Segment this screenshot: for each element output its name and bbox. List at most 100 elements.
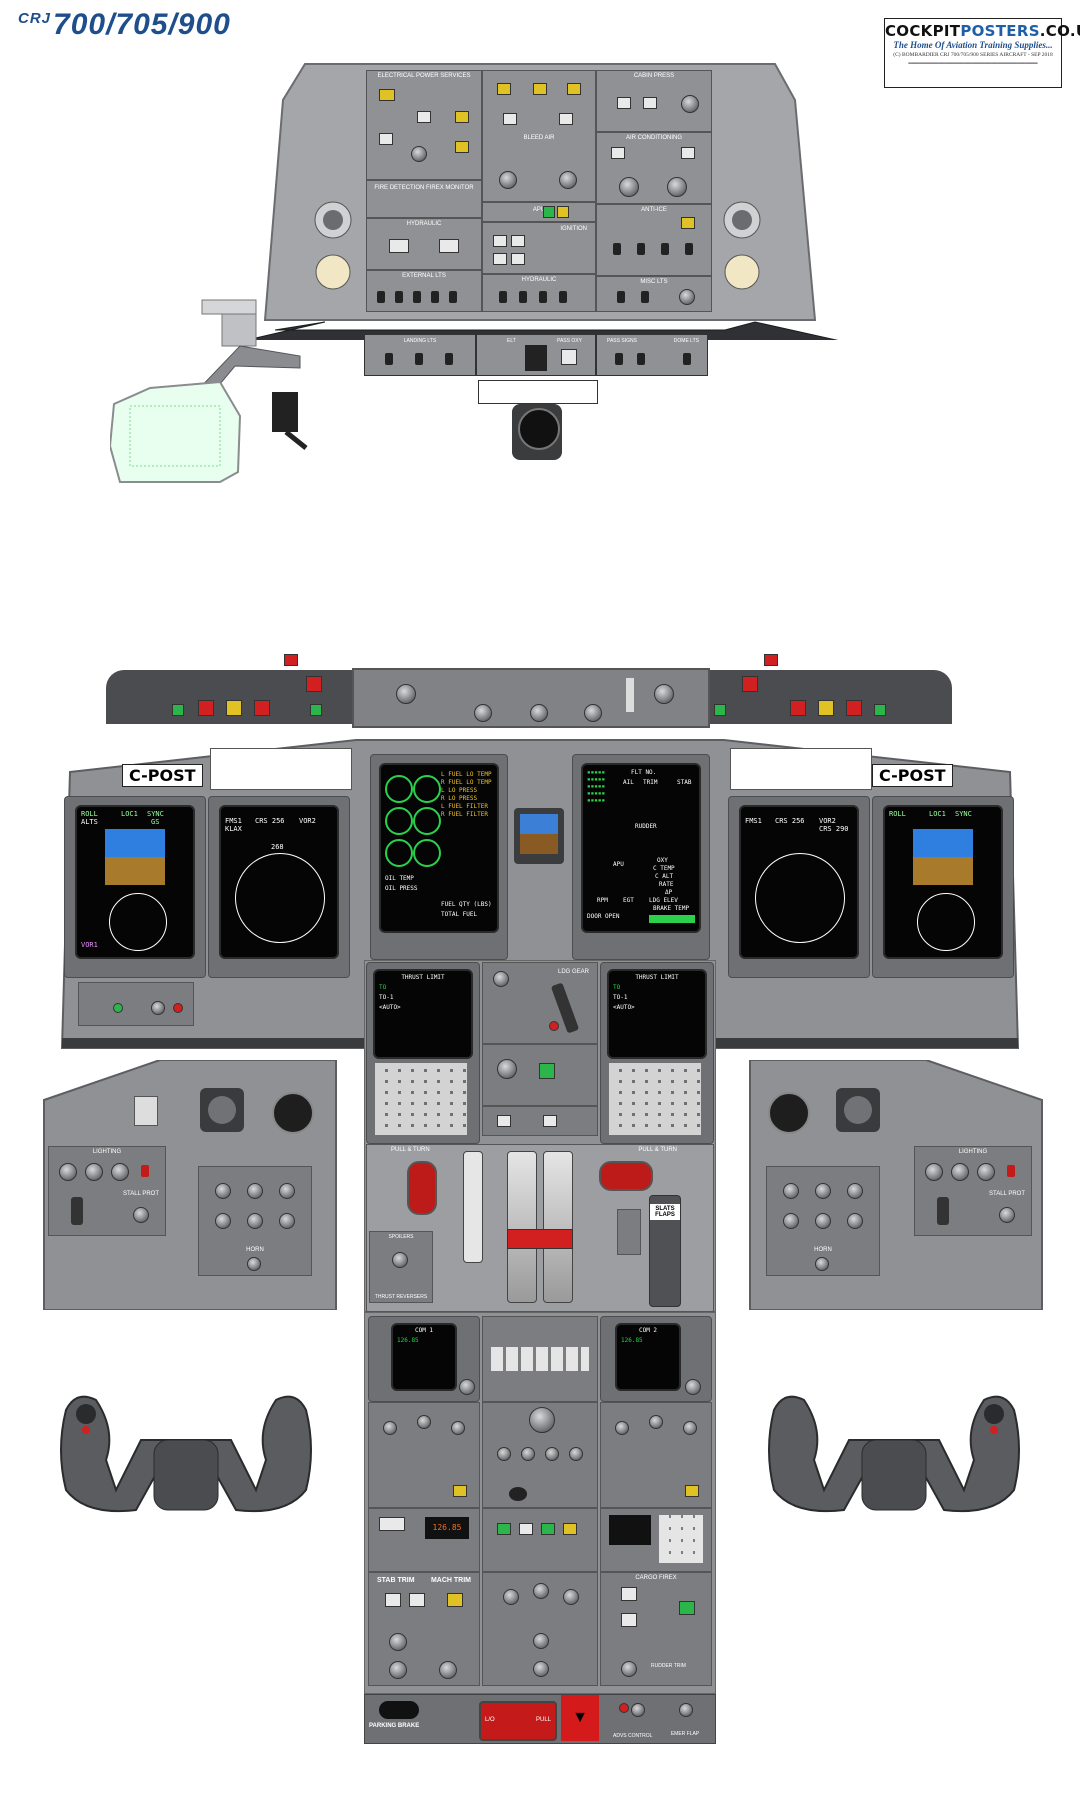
press-knob[interactable] (681, 95, 699, 113)
audio-knob-r3[interactable] (847, 1183, 863, 1199)
trim-knob-3[interactable] (439, 1661, 457, 1679)
temp-knob-cockpit[interactable] (619, 177, 639, 197)
radar-knob-4[interactable] (569, 1447, 583, 1461)
pass-oxy-button[interactable] (561, 349, 577, 365)
no-smoking-switch[interactable] (637, 353, 645, 365)
landing-light-nose-switch[interactable] (415, 353, 423, 365)
audio-knob-l6[interactable] (279, 1213, 295, 1229)
misc-knob[interactable] (679, 289, 695, 305)
ign-btn-2[interactable] (511, 235, 525, 247)
bleed-knob-right[interactable] (559, 171, 577, 189)
fire-handle-right[interactable] (599, 1161, 653, 1191)
atc-ident-button[interactable] (379, 1517, 405, 1531)
radar-knob-3[interactable] (545, 1447, 559, 1461)
thrust-lever-left[interactable] (507, 1151, 537, 1303)
ext-light-switch-5[interactable] (449, 291, 457, 303)
light-dim-knob-r2[interactable] (951, 1163, 969, 1181)
acp-left-mkr-button[interactable] (453, 1485, 467, 1497)
press-lower-knob-1[interactable] (503, 1589, 519, 1605)
annunc-white-1[interactable] (519, 1523, 533, 1535)
acp-right-knob-2[interactable] (649, 1415, 663, 1429)
ign-btn-3[interactable] (493, 253, 507, 265)
bleed-btn-5[interactable] (559, 113, 573, 125)
master-warning-left[interactable] (284, 654, 298, 666)
acp-left-knob-2[interactable] (417, 1415, 431, 1429)
audio-knob-l4[interactable] (215, 1213, 231, 1229)
engine-start-button[interactable] (539, 1063, 555, 1079)
dome-light-switch[interactable] (683, 353, 691, 365)
ign-btn-1[interactable] (493, 235, 507, 247)
landing-light-left-switch[interactable] (385, 353, 393, 365)
ext-power-button[interactable] (455, 141, 469, 153)
ext-light-switch-2[interactable] (395, 291, 403, 303)
cargo-test-button[interactable] (679, 1601, 695, 1615)
acp-left-knob-1[interactable] (383, 1421, 397, 1435)
audio-knob-r2[interactable] (815, 1183, 831, 1199)
fgp-vs-wheel[interactable] (626, 678, 634, 712)
fms-right-keypad[interactable] (609, 1063, 701, 1135)
annunc-yellow-1[interactable] (563, 1523, 577, 1535)
trim-btn-2[interactable] (543, 1115, 557, 1127)
anti-ice-switch-4[interactable] (685, 243, 693, 255)
light-dim-knob-r3[interactable] (977, 1163, 995, 1181)
radar-gain-knob[interactable] (529, 1407, 555, 1433)
light-test-switch-right[interactable] (1007, 1165, 1015, 1177)
cdu-keys[interactable] (659, 1515, 703, 1563)
fms-left-keypad[interactable] (375, 1063, 467, 1135)
rudder-trim-knob[interactable] (621, 1661, 637, 1677)
bleed-btn-1[interactable] (497, 83, 511, 95)
fgp-crs-knob[interactable] (654, 684, 674, 704)
cargo-aft-button[interactable] (621, 1613, 637, 1627)
audio-knob-l3[interactable] (279, 1183, 295, 1199)
gen2-button[interactable] (455, 111, 469, 123)
bleed-btn-2[interactable] (533, 83, 547, 95)
apu-start-button[interactable] (543, 206, 555, 218)
horn-knob-left[interactable] (247, 1257, 261, 1271)
ac-service-button[interactable] (379, 133, 393, 145)
stall-prot-knob-left[interactable] (133, 1207, 149, 1223)
bleed-btn-3[interactable] (567, 83, 581, 95)
fgp-speed-knob[interactable] (474, 704, 492, 722)
ign-btn-4[interactable] (511, 253, 525, 265)
engine-start-knob[interactable] (497, 1059, 517, 1079)
master-caution-left[interactable] (306, 676, 322, 692)
fgp-hdg-knob[interactable] (396, 684, 416, 704)
spoilers-knob[interactable] (392, 1252, 408, 1268)
audio-knob-r5[interactable] (815, 1213, 831, 1229)
gen1-button[interactable] (417, 111, 431, 123)
press-lower-knob-2[interactable] (533, 1583, 549, 1599)
audio-knob-l5[interactable] (247, 1213, 263, 1229)
press-btn-2[interactable] (643, 97, 657, 109)
anti-ice-switch-3[interactable] (661, 243, 669, 255)
bleed-knob-left[interactable] (499, 171, 517, 189)
gear-panel-knob[interactable] (493, 971, 509, 987)
press-btn-1[interactable] (617, 97, 631, 109)
hyd-pump-1-button[interactable] (389, 239, 409, 253)
radar-knob-1[interactable] (497, 1447, 511, 1461)
horn-knob-right[interactable] (815, 1257, 829, 1271)
ext-light-switch-4[interactable] (431, 291, 439, 303)
ext-light-switch-1[interactable] (377, 291, 385, 303)
light-dim-knob-l3[interactable] (111, 1163, 129, 1181)
annunc-green-1[interactable] (497, 1523, 511, 1535)
rtu-right-knob[interactable] (685, 1379, 701, 1395)
audio-knob-l1[interactable] (215, 1183, 231, 1199)
light-dim-knob-r1[interactable] (925, 1163, 943, 1181)
light-dim-knob-l2[interactable] (85, 1163, 103, 1181)
display-reversion-buttons[interactable] (491, 1347, 589, 1371)
batt-master-button[interactable] (379, 89, 395, 101)
press-lower-knob-3[interactable] (563, 1589, 579, 1605)
misc-switch-2[interactable] (641, 291, 649, 303)
light-dim-knob-l1[interactable] (59, 1163, 77, 1181)
cargo-fwd-button[interactable] (621, 1587, 637, 1601)
audio-knob-l2[interactable] (247, 1183, 263, 1199)
acp-right-knob-1[interactable] (615, 1421, 629, 1435)
radar-knob-2[interactable] (521, 1447, 535, 1461)
control-yoke-left[interactable] (56, 1390, 316, 1520)
hyd-pump-2-button[interactable] (439, 239, 459, 253)
annunc-green-2[interactable] (541, 1523, 555, 1535)
mach-trim-button[interactable] (447, 1593, 463, 1607)
fgp-alt-knob[interactable] (530, 704, 548, 722)
trim-knob-1[interactable] (389, 1633, 407, 1651)
cockpitposters-logo[interactable]: COCKPITPOSTERS.CO.UK The Home Of Aviatio… (884, 18, 1080, 88)
